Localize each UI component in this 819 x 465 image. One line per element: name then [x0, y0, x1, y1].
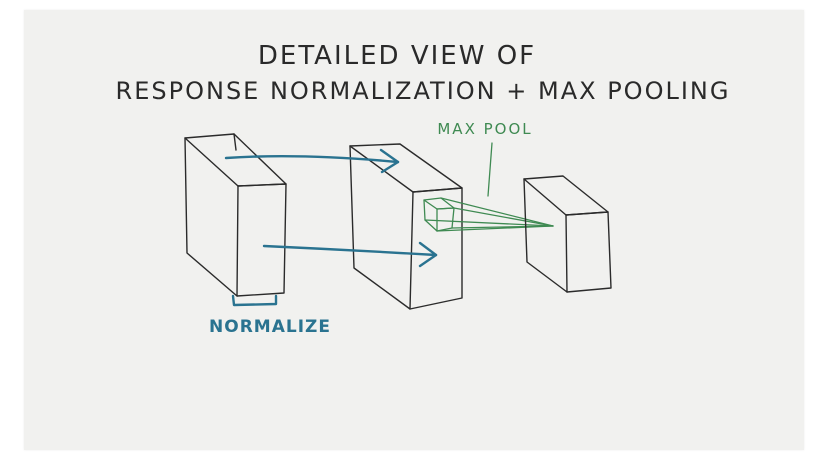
normalize-label: NORMALIZE — [209, 317, 331, 337]
max-pool-pointer — [487, 142, 493, 197]
normalize-bracket — [231, 294, 278, 307]
layer-1-box — [184, 133, 287, 297]
normalize-arrow-bottom — [262, 241, 438, 268]
paper-background — [24, 10, 804, 450]
title-line-2: RESPONSE NORMALIZATION + MAX POOLING — [116, 77, 731, 105]
pool-window-cube — [423, 197, 455, 232]
pool-projection-lines — [424, 197, 554, 232]
max-pool-label: MAX POOL — [437, 120, 532, 138]
layer-3-box — [523, 175, 612, 293]
normalize-arrow-top — [224, 148, 400, 174]
layer-2-box — [349, 143, 463, 310]
title-line-1: DETAILED VIEW OF — [258, 41, 536, 71]
